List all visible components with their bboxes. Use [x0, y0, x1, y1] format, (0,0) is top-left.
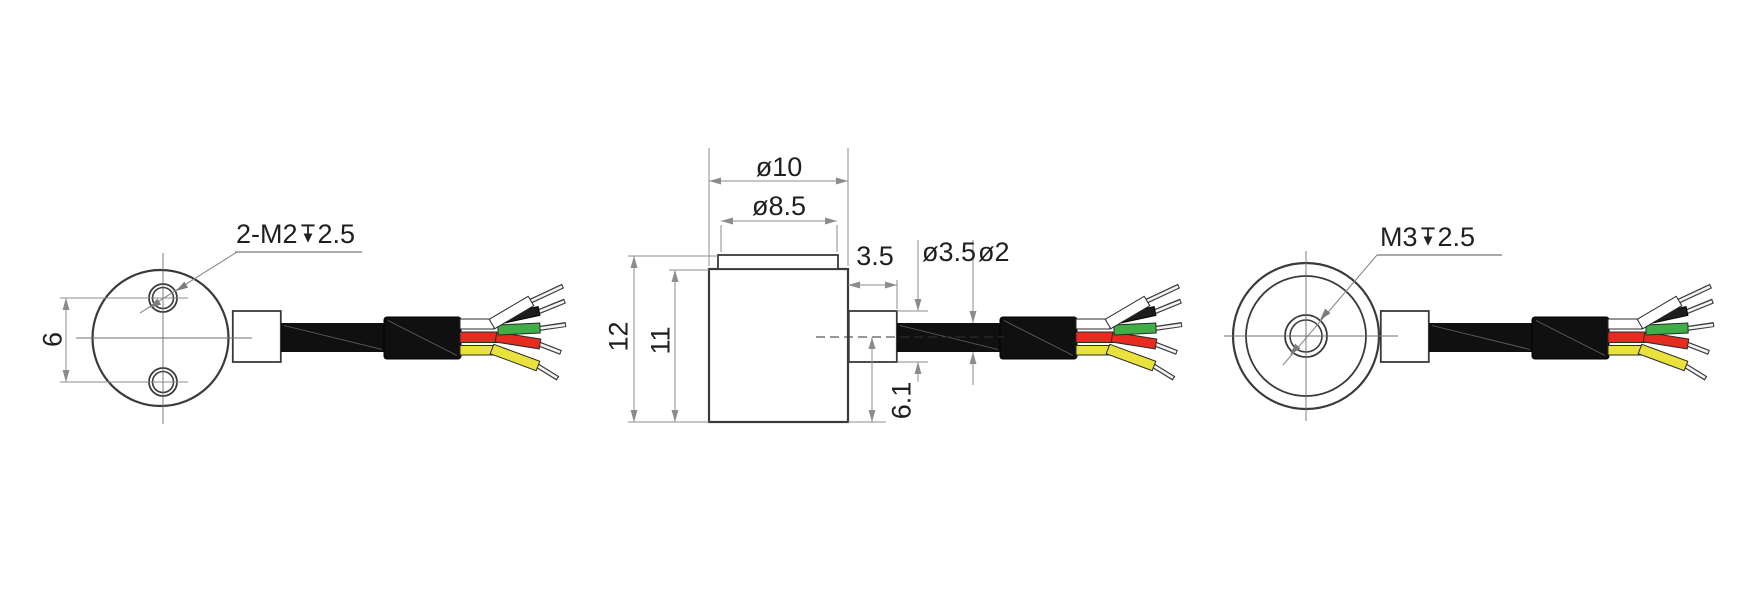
dimension-lines: [630, 177, 977, 422]
dim-label-boss-diameter: ø3.5: [922, 237, 977, 267]
cable-assembly-right: [1381, 286, 1714, 379]
dim-label-centerline-height: 6.1: [886, 381, 917, 420]
cable-assembly-middle: [849, 286, 1182, 379]
dim-label-overall-height: 12: [603, 321, 634, 352]
dim-label-cable-diameter: ø2: [978, 237, 1010, 267]
thread-size-label: M3: [1380, 222, 1418, 252]
centerlines: [76, 253, 252, 424]
extension-lines: [628, 148, 928, 423]
dim-label-boss-length: 3.5: [856, 241, 894, 271]
thread-depth-label: 2.5: [317, 219, 356, 249]
depth-symbol-icon: [300, 224, 315, 243]
thread-depth-label: 2.5: [1437, 222, 1476, 252]
dim-label-outer-diameter: ø10: [755, 152, 803, 182]
right-view: [1224, 251, 1714, 421]
dim-label-cap-diameter: ø8.5: [751, 191, 807, 221]
thread-callout-leader: [1282, 254, 1502, 366]
thread-size-label: 2-M2: [236, 219, 298, 249]
centerlines: [1224, 251, 1398, 421]
middle-view: [628, 148, 1182, 424]
cap-side: [717, 254, 839, 270]
body-side: [707, 267, 850, 424]
dim-hole-spacing: [60, 297, 188, 383]
cable-assembly-left: [233, 286, 566, 379]
thread-callout-leader: [139, 251, 362, 314]
depth-symbol-icon: [1420, 227, 1435, 246]
dim-label-body-height: 11: [645, 326, 676, 355]
thread-callout-left: 2-M2 2.5: [236, 221, 355, 248]
thread-callout-right: M3 2.5: [1380, 224, 1475, 251]
left-view: [60, 251, 566, 424]
dim-label-hole-spacing: 6: [37, 331, 68, 348]
